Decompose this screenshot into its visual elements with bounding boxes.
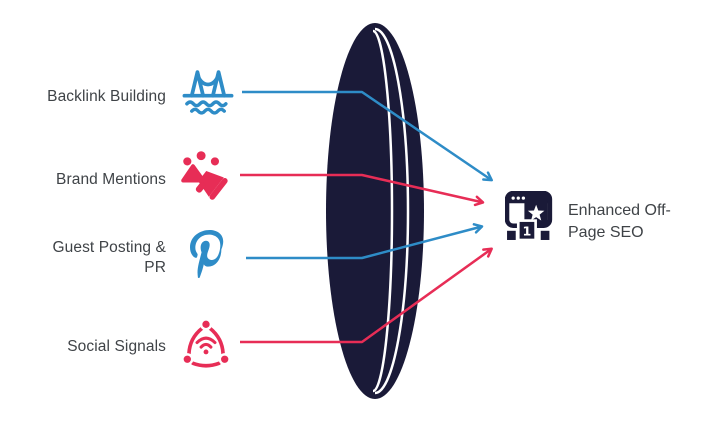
network-node (199, 318, 213, 331)
bridge-tower-left (189, 70, 205, 98)
network-arc-bottom (191, 361, 221, 368)
confetti-triangle (181, 164, 206, 183)
wifi-arc-small (199, 342, 213, 349)
connector-social-signals (240, 247, 493, 344)
label-line: PR (144, 259, 166, 276)
pinterest-p-glyph (190, 229, 224, 278)
water-wave-2 (190, 107, 226, 115)
label-enhanced-offpage-seo: Enhanced Off- Page SEO (568, 200, 708, 244)
label-backlink-building: Backlink Building (0, 87, 166, 107)
megaphone-bell (209, 178, 228, 200)
label-social-signals: Social Signals (0, 337, 166, 357)
megaphone-handle (195, 181, 206, 193)
wifi-dot (203, 349, 209, 355)
network-node (218, 353, 231, 366)
browser-dot (511, 196, 515, 200)
megaphone-horn (198, 170, 224, 197)
label-line: Guest Posting & (52, 239, 166, 256)
confetti-dot (183, 157, 192, 166)
social-network-icon (181, 318, 231, 368)
connector-backlink-building (242, 90, 493, 182)
megaphone (195, 170, 228, 200)
bridge-cable (195, 73, 221, 87)
network-arc-right (208, 326, 225, 356)
label-line: Backlink Building (47, 88, 166, 105)
connector-guest-posting-pr (246, 223, 484, 260)
label-brand-mentions: Brand Mentions (0, 170, 166, 190)
browser-title-bar (507, 193, 550, 204)
label-line: Enhanced Off- (568, 202, 671, 219)
network-arc-left (187, 326, 204, 356)
network-node (181, 353, 194, 366)
browser-dot (521, 196, 526, 200)
rank-number-1: 1 (523, 224, 532, 239)
water-wave-1 (185, 100, 228, 108)
label-line: Brand Mentions (56, 171, 166, 188)
connector-brand-mentions (240, 173, 485, 207)
wifi-signal (195, 336, 217, 349)
label-guest-posting-pr: Guest Posting & PR (0, 238, 166, 278)
podium-block-left (507, 230, 516, 240)
lens-highlight-arc-2 (374, 27, 410, 395)
megaphone-confetti-icon (181, 151, 228, 200)
bridge-icon (182, 70, 234, 115)
bridge-tower-right (211, 70, 227, 98)
connector-lines (240, 90, 493, 344)
lens-highlight-arc-1 (372, 29, 394, 393)
label-line: Page SEO (568, 224, 644, 241)
wifi-arc-large (195, 336, 217, 345)
pinterest-icon (190, 229, 224, 278)
confetti-dot (196, 151, 206, 161)
podium-first-place (516, 219, 537, 241)
browser-dot (516, 196, 520, 200)
label-line: Social Signals (67, 338, 166, 355)
confetti-dot (210, 157, 219, 166)
top-ranking-browser-icon: 1 (505, 191, 553, 241)
star-glyph (527, 204, 545, 221)
podium-block-right (540, 230, 550, 240)
